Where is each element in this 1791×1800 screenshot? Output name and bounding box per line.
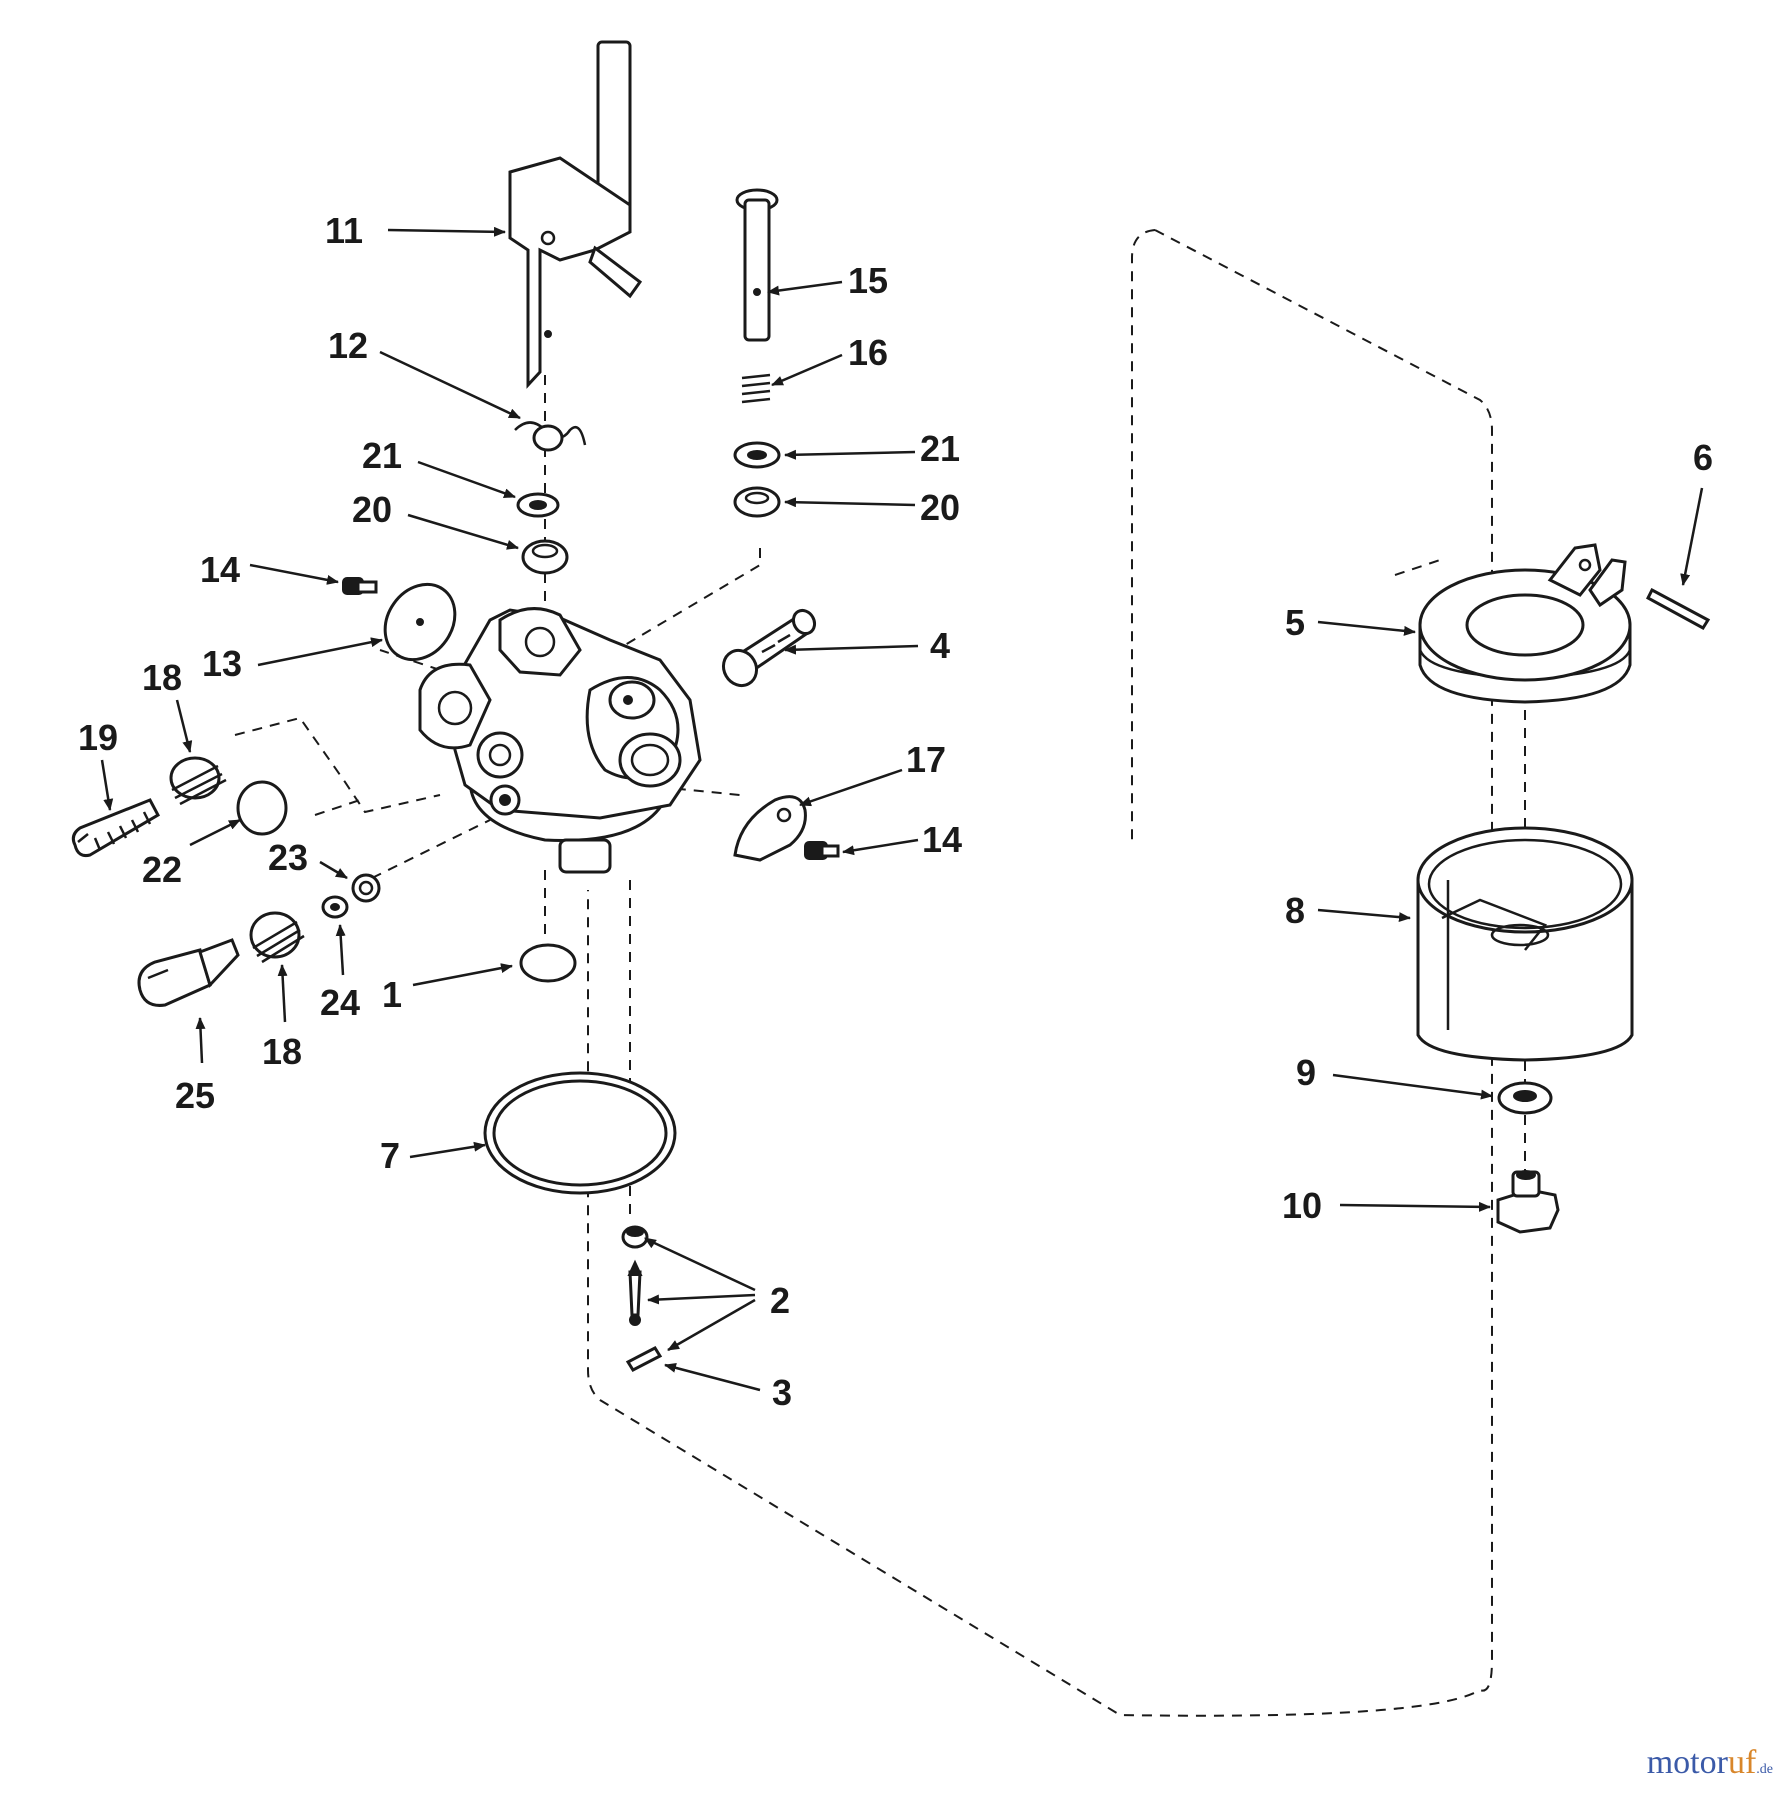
part-float-5 (1418, 543, 1632, 704)
callout-10: 10 (1282, 1185, 1322, 1226)
callout-21-left: 21 (362, 435, 402, 476)
part-seat-1 (519, 943, 577, 983)
part-float-bowl-8 (1416, 826, 1634, 1062)
part-spring-18-lower (249, 911, 305, 964)
part-spring-18-upper (169, 756, 227, 806)
callout-14-lower: 14 (922, 819, 962, 860)
part-bowl-nut-10 (1496, 1170, 1560, 1234)
part-needle-valve-2 (621, 1225, 649, 1326)
callout-22: 22 (142, 849, 182, 890)
callout-17: 17 (906, 739, 946, 780)
callout-24: 24 (320, 982, 360, 1023)
callout-18-upper: 18 (142, 657, 182, 698)
callout-1: 1 (382, 974, 402, 1015)
callout-15: 15 (848, 260, 888, 301)
callout-20-right: 20 (920, 487, 960, 528)
part-screw-19 (71, 798, 161, 857)
watermark-part-3: .de (1756, 1762, 1773, 1777)
callout-13: 13 (202, 643, 242, 684)
callout-5: 5 (1285, 602, 1305, 643)
part-washers-23-24 (321, 873, 381, 919)
part-carburetor-body (418, 607, 702, 874)
watermark-part-2: uf (1727, 1744, 1757, 1781)
part-bowl-gasket-7 (483, 1071, 677, 1195)
callout-16: 16 (848, 332, 888, 373)
part-clip-3 (625, 1346, 663, 1372)
watermark-part-1: motor (1646, 1744, 1728, 1781)
part-spring-16 (741, 373, 771, 404)
callout-7: 7 (380, 1135, 400, 1176)
callout-23: 23 (268, 837, 308, 878)
part-plug-22 (236, 780, 288, 836)
callout-9: 9 (1296, 1052, 1316, 1093)
part-float-pin-6 (1646, 587, 1711, 630)
callout-8: 8 (1285, 890, 1305, 931)
washers-left (516, 492, 569, 575)
washers-right (733, 441, 781, 518)
callout-25: 25 (175, 1075, 215, 1116)
callout-3: 3 (772, 1372, 792, 1413)
part-mixture-screw-25 (137, 938, 240, 1007)
callout-20-left: 20 (352, 489, 392, 530)
part-screw-14-lower (804, 841, 840, 860)
callout-2: 2 (770, 1280, 790, 1321)
callout-12: 12 (328, 325, 368, 366)
part-choke-shaft-15 (735, 188, 779, 342)
callout-4: 4 (930, 625, 950, 666)
part-screw-14-upper (342, 577, 378, 595)
callout-6: 6 (1693, 437, 1713, 478)
callout-labels: 11 12 21 20 14 13 18 19 22 23 24 18 25 1… (78, 210, 1713, 1413)
part-spring-12 (514, 421, 587, 452)
callout-19: 19 (78, 717, 118, 758)
part-throttle-shaft-11 (508, 40, 643, 389)
leader-arrows (100, 226, 1704, 1392)
part-washer-9 (1497, 1081, 1553, 1115)
callout-18-lower: 18 (262, 1031, 302, 1072)
watermark-logo: motoruf.de (1647, 1744, 1773, 1782)
part-clip-17 (733, 795, 807, 862)
callout-14-upper: 14 (200, 549, 240, 590)
callout-21-right: 21 (920, 428, 960, 469)
part-throttle-plate-13 (383, 582, 457, 662)
part-fuel-fitting-4 (721, 608, 817, 688)
callout-11: 11 (325, 210, 363, 251)
